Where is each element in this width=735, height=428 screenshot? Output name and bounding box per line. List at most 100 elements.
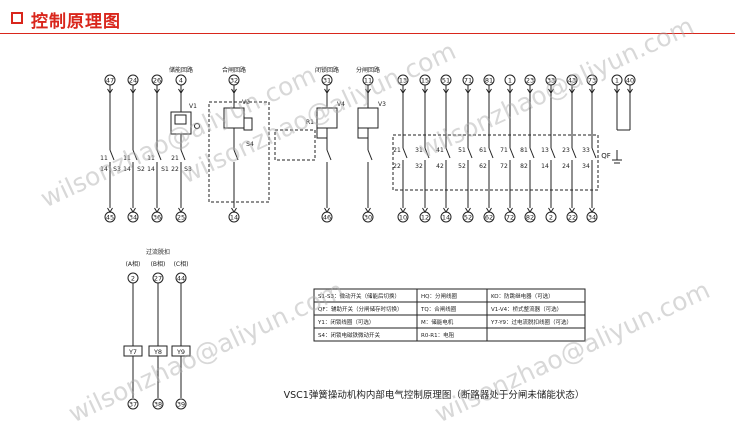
legend-cell: Y1：闭锁线圈（可选）	[317, 318, 374, 326]
terminal-label: 14	[230, 214, 238, 222]
component-label: S4	[246, 141, 254, 148]
component-label: V4	[337, 101, 345, 108]
terminal-label: 51	[442, 77, 450, 85]
terminal-label: 10	[399, 214, 407, 222]
terminal-label: 13	[399, 77, 407, 85]
trip-coil	[148, 345, 168, 357]
legend-cell: TQ：合闸线圈	[420, 305, 457, 313]
arrow-icon	[443, 88, 449, 94]
dashed-enclosure	[274, 129, 316, 161]
arrow-icon	[569, 207, 575, 213]
terminal-label: 82	[526, 214, 534, 222]
contact-label: 71	[500, 147, 508, 154]
legend-cell: V1-V4：桥式整流器（可选）	[491, 305, 562, 313]
terminal-label: 52	[464, 214, 472, 222]
arrow-icon	[154, 88, 160, 94]
contact-label: 72	[500, 163, 508, 170]
page-title: 控制原理图	[31, 12, 121, 32]
component-label: QF	[601, 152, 611, 160]
arrow-icon	[130, 207, 136, 213]
arrow-icon	[486, 207, 492, 213]
arrow-icon	[465, 207, 471, 213]
page-header: 控制原理图	[0, 0, 735, 42]
top-terminal	[545, 74, 557, 86]
section-label: 储能回路	[169, 66, 193, 74]
coil-box	[316, 127, 328, 139]
legend-cell: M：储能电机	[421, 318, 454, 326]
contact-label: 23	[562, 147, 570, 154]
terminal-label: 37	[129, 401, 137, 409]
terminal-label: 33	[547, 77, 555, 85]
section-label: 分闸回路	[356, 66, 380, 74]
terminal-label: 38	[154, 401, 162, 409]
oc-bottom-terminal	[175, 398, 187, 410]
terminal-label: 11	[364, 77, 372, 85]
arrow-icon	[422, 207, 428, 213]
relay-coil	[243, 117, 253, 131]
contact-label: S1	[161, 166, 169, 173]
wire	[156, 149, 162, 161]
wire	[233, 149, 239, 161]
trip-coil	[123, 345, 143, 357]
oc-top-terminal	[127, 272, 139, 284]
legend-cell: Y7-Y9：过电流脱扣线圈（可选）	[490, 318, 572, 326]
arrow-icon	[231, 88, 237, 94]
arrow-icon	[231, 207, 237, 213]
component-label: V3	[378, 101, 386, 108]
wire	[132, 149, 138, 161]
terminal-label: 30	[364, 214, 372, 222]
rectifier-box	[357, 107, 379, 129]
arrow-icon	[178, 207, 184, 213]
legend-cell: S1-S3：微动开关（储能后切换）	[318, 292, 400, 300]
terminal-label: 1	[508, 77, 512, 85]
dashed-enclosure	[392, 134, 599, 191]
terminal-label: 4	[179, 77, 183, 85]
terminal-label: 14	[442, 214, 450, 222]
top-terminal	[397, 74, 409, 86]
top-terminal	[624, 74, 636, 86]
top-terminal	[419, 74, 431, 86]
contact-label: 81	[520, 147, 528, 154]
arrow-icon	[400, 207, 406, 213]
contact-label: 22	[171, 166, 179, 173]
terminal-label: 43	[568, 77, 576, 85]
terminal-label: 39	[177, 401, 185, 409]
contact-label: 14	[123, 166, 131, 173]
terminal-label: 1	[615, 77, 619, 85]
contact-label: 51	[458, 147, 466, 154]
arrow-icon	[422, 88, 428, 94]
terminal-label: 22	[568, 214, 576, 222]
arrow-icon	[324, 88, 330, 94]
arrow-icon	[178, 88, 184, 94]
legend-table	[313, 288, 586, 342]
arrow-icon	[365, 88, 371, 94]
header-divider	[0, 33, 735, 34]
section-label: 合闸回路	[222, 66, 246, 74]
arrow-icon	[486, 88, 492, 94]
arrow-icon	[548, 207, 554, 213]
wire	[326, 149, 332, 161]
top-terminal	[483, 74, 495, 86]
contact-label: 11	[100, 155, 108, 162]
terminal-label: 23	[526, 77, 534, 85]
arrow-icon	[527, 88, 533, 94]
trip-coil	[171, 345, 191, 357]
wire	[591, 147, 597, 159]
arrow-icon	[465, 88, 471, 94]
contact-label: 11	[147, 155, 155, 162]
rectifier-diamond	[174, 114, 187, 125]
contact-label: 11	[123, 155, 131, 162]
diagram-caption: VSC1弹簧操动机构内部电气控制原理图（断路器处于分闸未储能状态）	[284, 389, 585, 401]
top-terminal	[228, 74, 240, 86]
top-terminal	[586, 74, 598, 86]
top-terminal	[462, 74, 474, 86]
terminal-label: 34	[129, 214, 137, 222]
contact-label: 33	[582, 147, 590, 154]
top-terminal	[504, 74, 516, 86]
oc-bottom-terminal	[152, 398, 164, 410]
phase-label: (B相)	[151, 260, 166, 268]
top-terminal	[566, 74, 578, 86]
arrow-icon	[627, 88, 633, 94]
oc-top-terminal	[175, 272, 187, 284]
